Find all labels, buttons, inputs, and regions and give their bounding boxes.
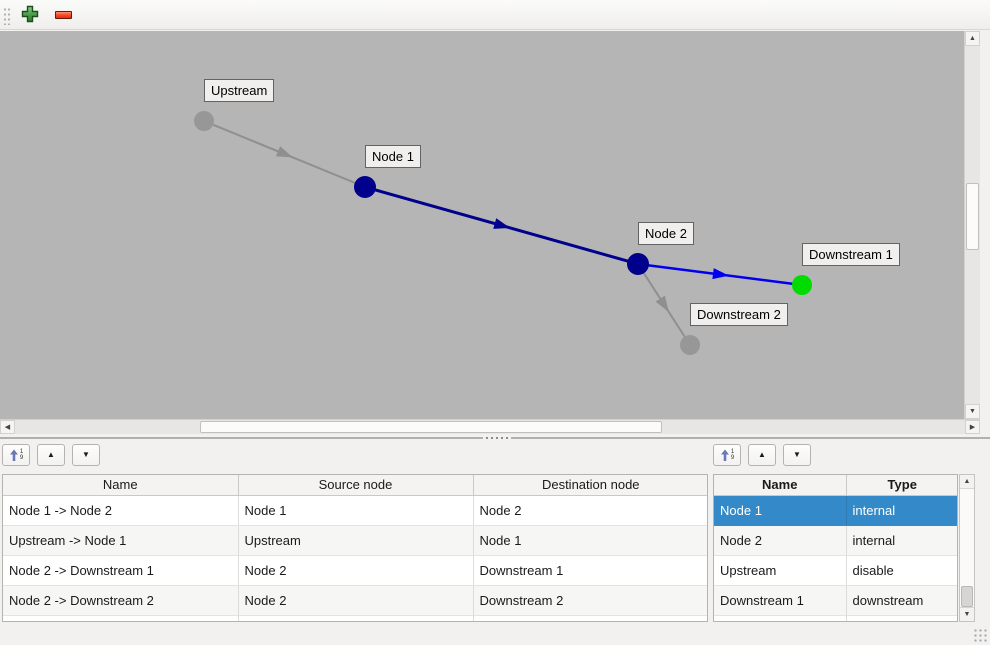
move-down-icon: ▼ — [793, 450, 801, 459]
scroll-right-icon[interactable]: ▶ — [965, 420, 980, 434]
column-header[interactable]: Source node — [238, 475, 474, 496]
table-cell[interactable]: Downstream 1 — [473, 555, 707, 586]
node-label[interactable]: Downstream 2 — [690, 303, 788, 326]
table-cell[interactable]: Upstream — [714, 555, 847, 586]
graph-node[interactable] — [354, 176, 376, 198]
remove-button[interactable] — [51, 3, 75, 27]
scroll-down-icon[interactable]: ▼ — [965, 404, 980, 419]
scroll-down-icon[interactable]: ▼ — [960, 607, 974, 621]
graph-node[interactable] — [680, 335, 700, 355]
node-label[interactable]: Downstream 1 — [802, 243, 900, 266]
node-label[interactable]: Node 1 — [365, 145, 421, 168]
table-scrollbar-thumb[interactable] — [961, 586, 973, 607]
table-cell[interactable]: Node 2 — [714, 525, 847, 556]
graph-svg — [194, 111, 812, 355]
scroll-up-icon[interactable]: ▲ — [960, 475, 974, 489]
table-cell[interactable]: Node 1 — [714, 495, 847, 526]
edge-arrow-icon — [712, 268, 729, 280]
nodes-move-up-button[interactable]: ▲ — [748, 444, 776, 466]
toolbar-drag-handle[interactable] — [3, 7, 11, 25]
column-header[interactable]: Name — [3, 475, 239, 496]
table-cell[interactable]: Downstream 2 — [473, 585, 707, 616]
sort-ascending-icon: 1 9 — [9, 449, 23, 462]
table-cell[interactable]: Node 1 — [238, 495, 474, 526]
empty-row — [3, 615, 707, 621]
graph-node[interactable] — [792, 275, 812, 295]
node-label[interactable]: Node 2 — [638, 222, 694, 245]
window-resize-grip[interactable] — [974, 629, 988, 643]
sort-ascending-icon: 1 9 — [720, 449, 734, 462]
table-cell[interactable]: Upstream — [238, 525, 474, 556]
add-button[interactable] — [18, 3, 42, 27]
scroll-left-icon[interactable]: ◀ — [0, 420, 15, 434]
table-cell[interactable]: Node 1 -> Node 2 — [3, 495, 239, 526]
edges-panel-buttons: 1 9 ▲ ▼ — [2, 444, 100, 466]
move-up-icon: ▲ — [758, 450, 766, 459]
table-cell[interactable]: downstream — [846, 585, 957, 616]
move-down-icon: ▼ — [82, 450, 90, 459]
table-cell[interactable]: Upstream -> Node 1 — [3, 525, 239, 556]
nodes-sort-button[interactable]: 1 9 — [713, 444, 741, 466]
nodes-move-down-button[interactable]: ▼ — [783, 444, 811, 466]
node-label[interactable]: Upstream — [204, 79, 275, 102]
table-cell[interactable]: Node 2 — [473, 495, 707, 526]
splitter-handle[interactable] — [0, 434, 990, 442]
column-header[interactable]: Destination node — [473, 475, 707, 496]
edge-arrow-icon — [655, 295, 669, 313]
move-up-icon: ▲ — [47, 450, 55, 459]
canvas-horizontal-scrollbar[interactable]: ◀ ▶ — [0, 419, 980, 434]
graph-node[interactable] — [194, 111, 214, 131]
horizontal-scrollbar-thumb[interactable] — [200, 421, 662, 433]
column-header[interactable]: Name — [714, 475, 847, 496]
minus-icon — [54, 11, 72, 19]
table-cell[interactable]: internal — [846, 495, 957, 526]
edge-arrow-icon — [493, 218, 511, 229]
table-cell[interactable]: Node 1 — [473, 525, 707, 556]
scroll-up-icon[interactable]: ▲ — [965, 31, 980, 46]
nodes-panel-buttons: 1 9 ▲ ▼ — [713, 444, 811, 466]
graph-node[interactable] — [627, 253, 649, 275]
nodes-table-scrollbar[interactable]: ▲ ▼ — [959, 474, 975, 622]
edges-move-down-button[interactable]: ▼ — [72, 444, 100, 466]
table-cell[interactable]: Node 2 — [238, 555, 474, 586]
plus-icon — [21, 5, 39, 26]
splitter-dots-icon — [483, 435, 511, 441]
canvas-vertical-scrollbar[interactable]: ▲ ▼ — [964, 31, 980, 419]
empty-row — [714, 615, 957, 621]
toolbar — [0, 0, 990, 30]
table-cell[interactable]: Node 2 -> Downstream 1 — [3, 555, 239, 586]
table-cell[interactable]: internal — [846, 525, 957, 556]
edges-sort-button[interactable]: 1 9 — [2, 444, 30, 466]
vertical-scrollbar-thumb[interactable] — [966, 183, 979, 250]
column-header[interactable]: Type — [846, 475, 957, 496]
table-cell[interactable]: disable — [846, 555, 957, 586]
table-cell[interactable]: Node 2 — [238, 585, 474, 616]
edges-move-up-button[interactable]: ▲ — [37, 444, 65, 466]
table-cell[interactable]: Node 2 -> Downstream 2 — [3, 585, 239, 616]
edge-arrow-icon — [275, 146, 293, 158]
table-cell[interactable]: Downstream 1 — [714, 585, 847, 616]
